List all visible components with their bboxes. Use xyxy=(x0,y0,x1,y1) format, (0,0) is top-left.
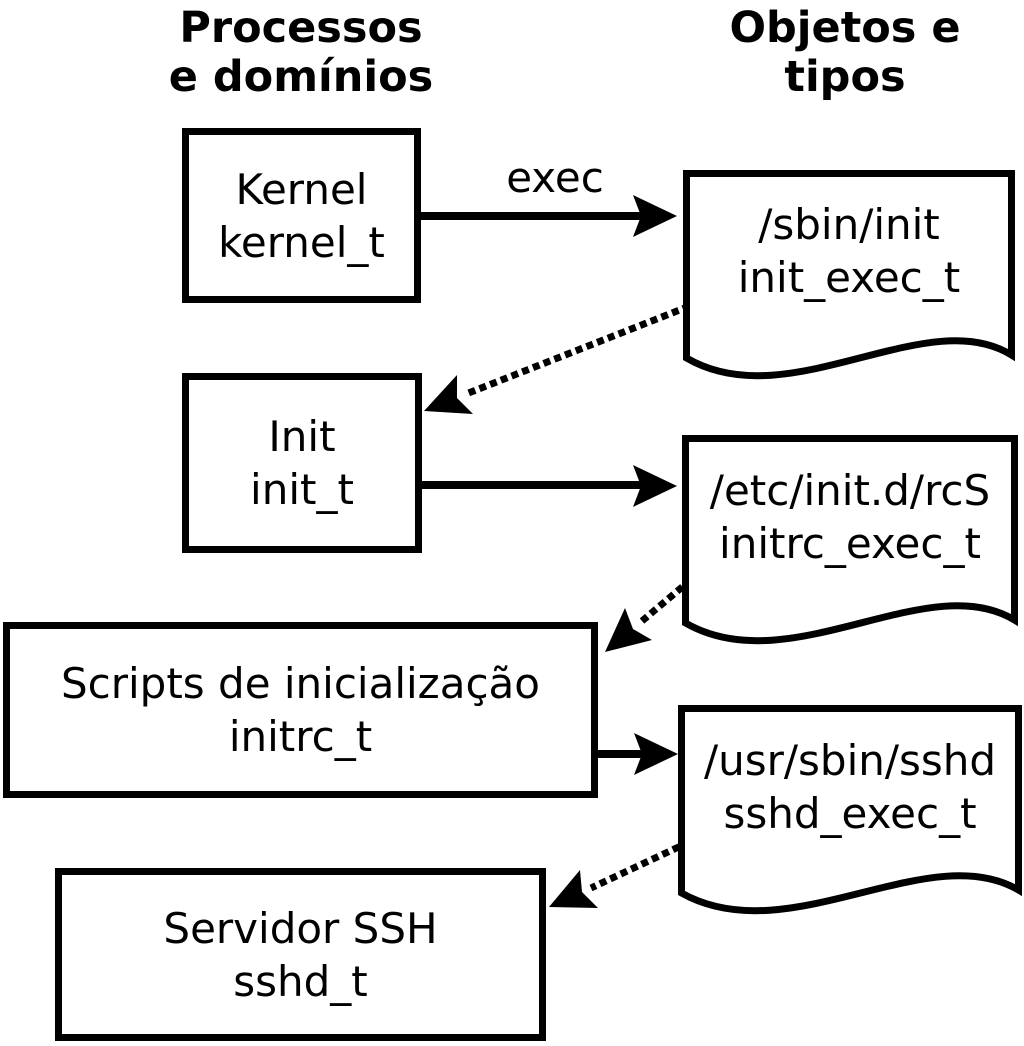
transition-arrow-sshd-line xyxy=(589,833,702,892)
object-type: init_exec_t xyxy=(737,253,961,302)
object-label-usr-sbin-sshd: /usr/sbin/sshd sshd_exec_t xyxy=(678,734,1022,840)
column-header-objects-line2: tipos xyxy=(784,52,906,102)
process-name: Kernel xyxy=(235,164,368,214)
document-shape-etc-initd-rcs xyxy=(682,435,1018,645)
process-box-init: Init init_t xyxy=(182,373,422,553)
object-type: initrc_exec_t xyxy=(719,519,981,568)
process-name: Servidor SSH xyxy=(163,903,438,953)
process-domain: kernel_t xyxy=(218,217,385,267)
column-header-processes-line2: e domínios xyxy=(168,52,434,102)
transition-arrow-init-line xyxy=(464,298,702,398)
exec-arrowhead-init xyxy=(633,465,677,507)
process-domain: init_t xyxy=(250,465,354,514)
process-name: Scripts de inicialização xyxy=(60,659,540,708)
exec-arrow-label: exec xyxy=(506,153,604,202)
exec-arrowhead-kernel xyxy=(633,195,677,237)
transition-arrowhead-initrc xyxy=(605,608,652,652)
process-name: Init xyxy=(268,412,336,461)
column-header-processes-line1: Processos xyxy=(179,3,423,53)
transition-arrowhead-sshd xyxy=(549,870,598,908)
document-shape-sbin-init xyxy=(683,170,1015,380)
column-header-objects-line1: Objetos e xyxy=(729,3,961,53)
object-type: sshd_exec_t xyxy=(723,789,977,838)
object-label-etc-initd-rcs: /etc/init.d/rcS initrc_exec_t xyxy=(682,464,1018,570)
process-domain: sshd_t xyxy=(233,956,368,1006)
object-path: /usr/sbin/sshd xyxy=(703,736,997,785)
process-box-init-scripts: Scripts de inicialização initrc_t xyxy=(3,622,598,798)
object-path: /etc/init.d/rcS xyxy=(709,466,991,515)
column-header-objects: Objetos e tipos xyxy=(645,4,1024,102)
object-label-sbin-init: /sbin/init init_exec_t xyxy=(683,198,1015,304)
object-path: /sbin/init xyxy=(758,200,940,249)
column-header-processes: Processos e domínios xyxy=(101,4,501,102)
process-box-kernel: Kernel kernel_t xyxy=(182,128,421,303)
document-shape-usr-sbin-sshd xyxy=(678,705,1022,915)
process-box-ssh-server: Servidor SSH sshd_t xyxy=(55,868,546,1041)
exec-arrowhead-initrc xyxy=(634,733,678,775)
process-domain: initrc_t xyxy=(228,712,373,761)
transition-arrowhead-init xyxy=(424,375,473,414)
